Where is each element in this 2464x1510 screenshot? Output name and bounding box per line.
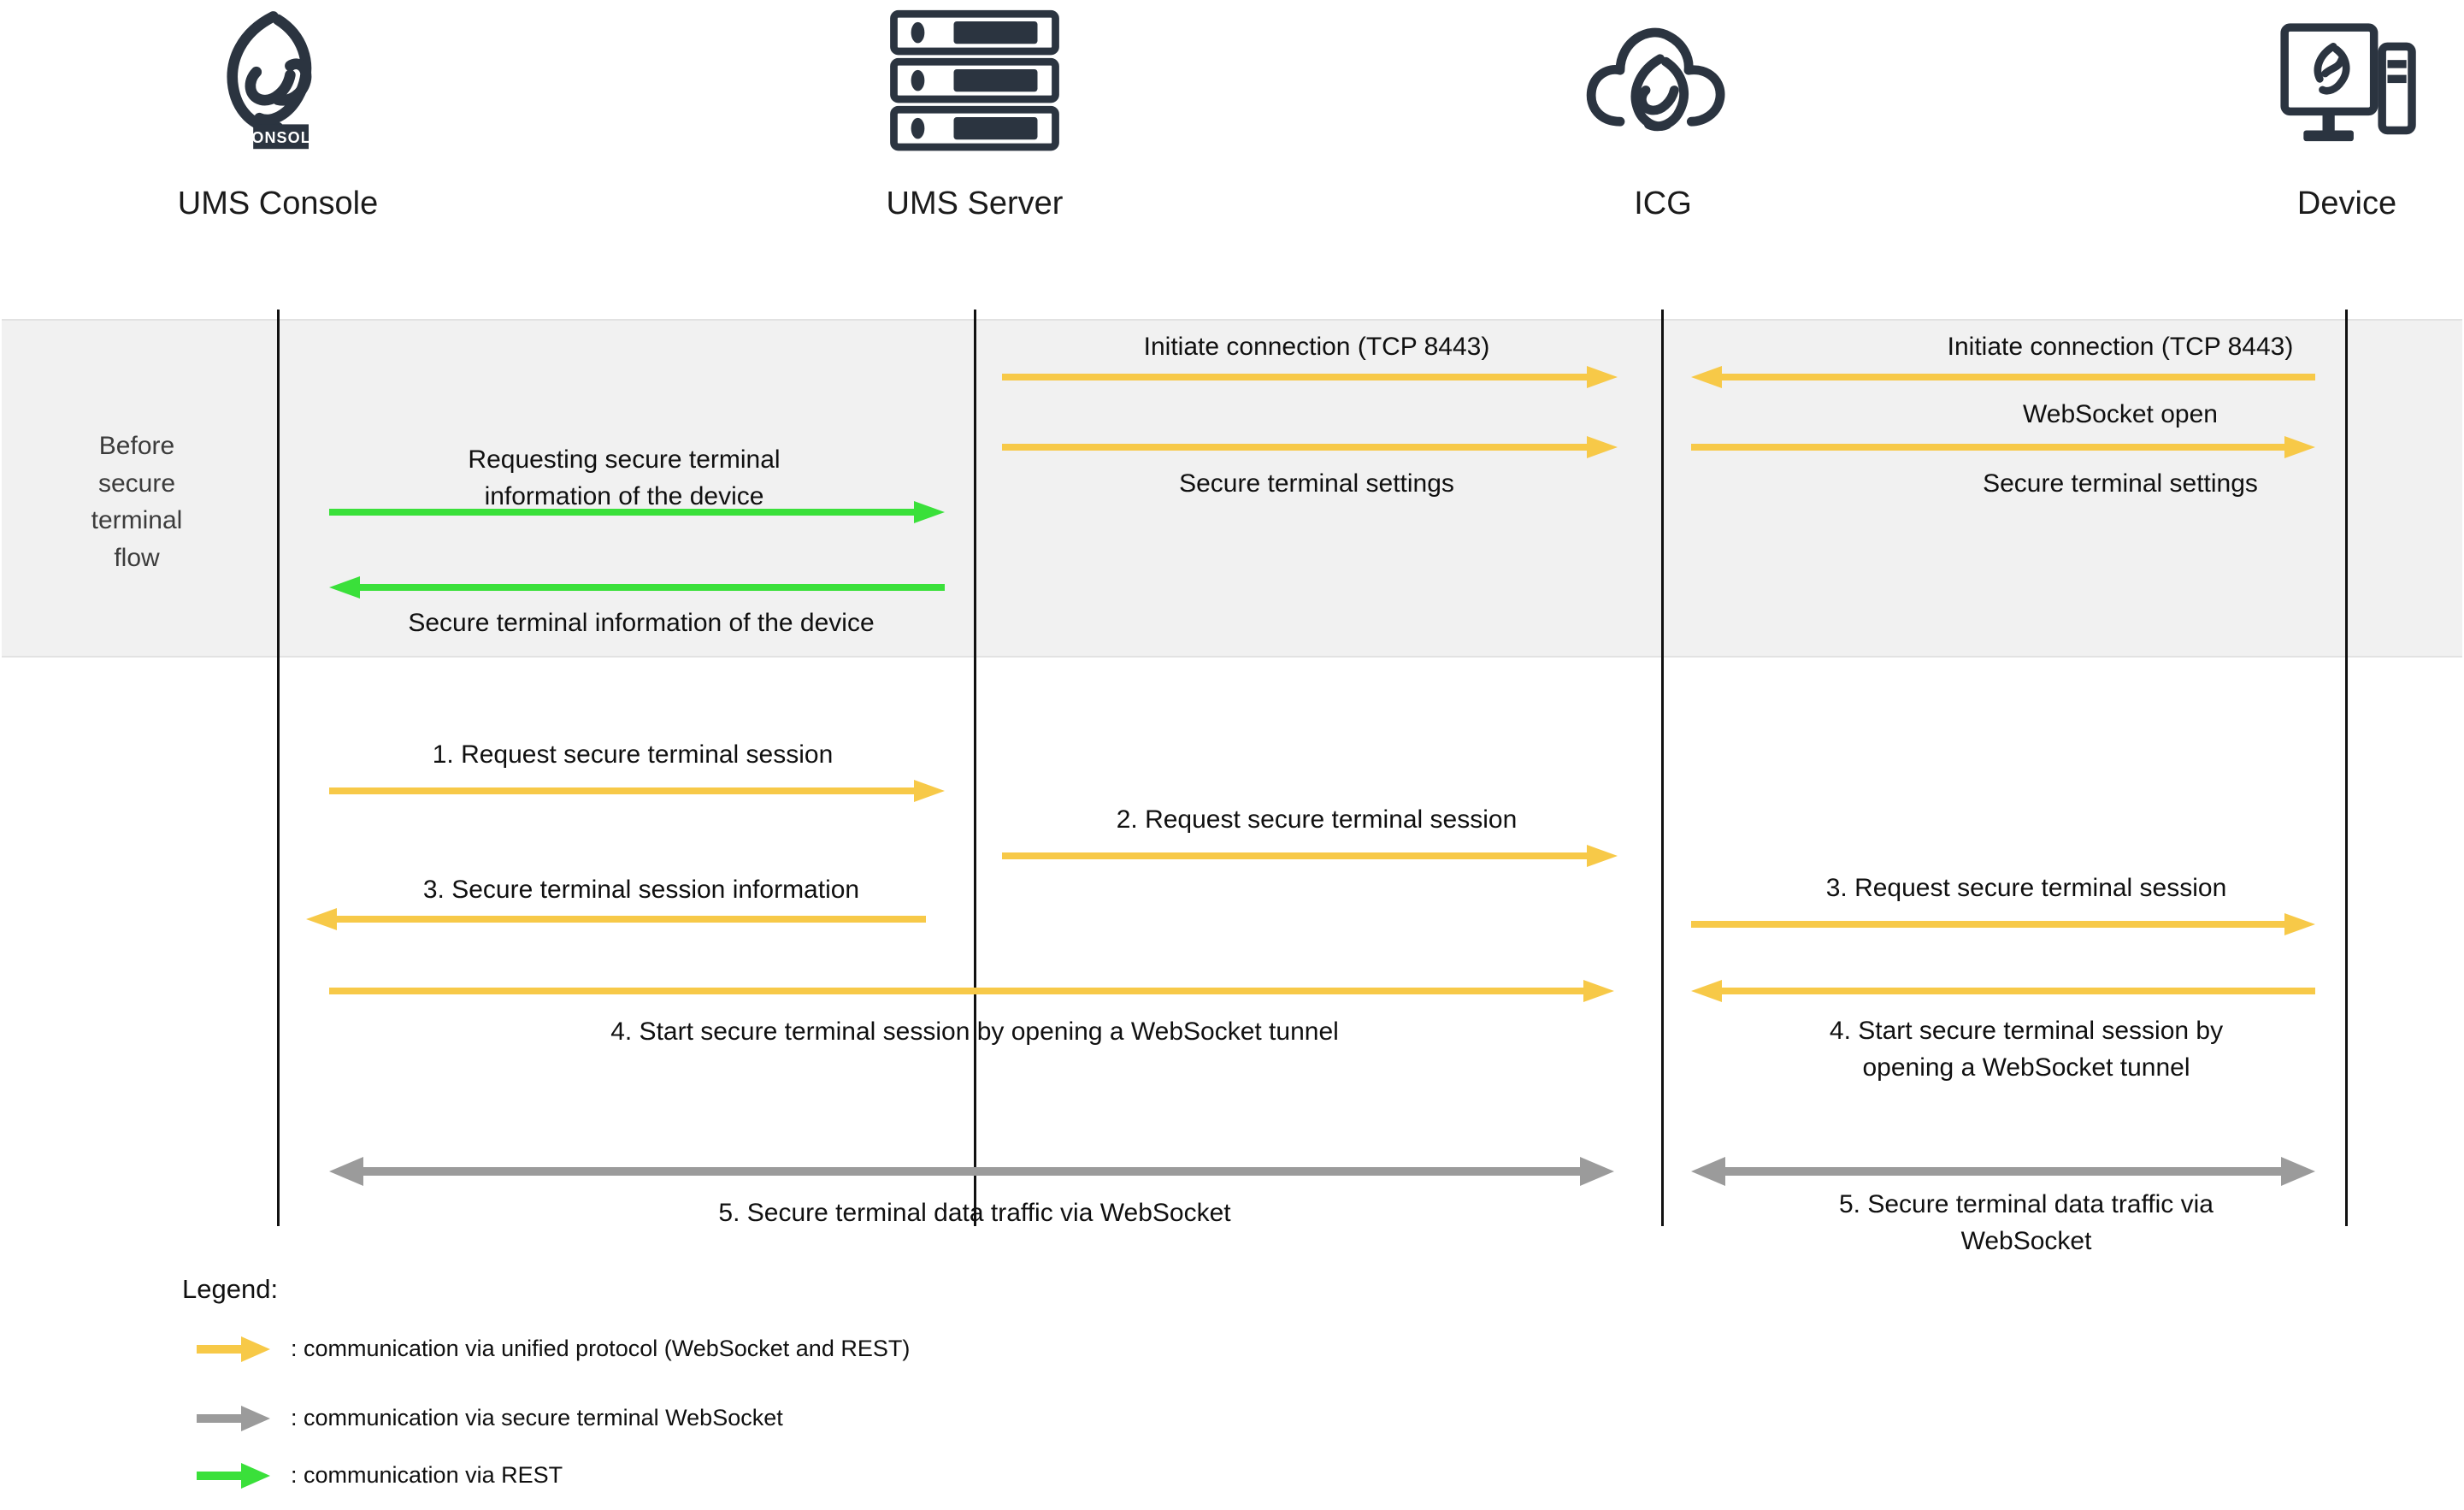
actor-label-ums-server: UMS Server	[886, 186, 1064, 221]
monitor-device-icon	[2167, 0, 2464, 162]
arrow-right-green-icon	[197, 1462, 270, 1489]
message-label-secure-terminal-settings-icg-device: Secure terminal settings	[1983, 469, 2258, 498]
message-arrow-step-4-start-secure-terminal-session-console-icg	[329, 980, 1614, 1002]
message-label-initiate-connection-device-icg: Initiate connection (TCP 8443)	[1947, 333, 2294, 361]
message-label-websocket-open: WebSocket open	[2023, 400, 2218, 428]
message-label-step-2-request-secure-terminal-session: 2. Request secure terminal session	[1116, 805, 1518, 834]
actor-icg: ICG	[1483, 0, 1842, 222]
arrow-right-gray-icon	[197, 1405, 270, 1431]
lifeline-icg	[1661, 310, 1664, 1226]
message-arrow-step-3-secure-terminal-session-information	[306, 908, 926, 930]
message-arrow-websocket-open	[1691, 436, 2315, 458]
server-rack-icon	[795, 0, 1154, 162]
band-label-before-secure-terminal-flow: Before secure terminal flow	[91, 432, 183, 572]
legend-item-rest: : communication via REST	[197, 1462, 563, 1489]
message-arrow-step-4-start-secure-terminal-session-device-icg	[1691, 980, 2315, 1002]
message-arrow-requesting-secure-terminal-information	[329, 501, 945, 523]
cloud-gateway-icon	[1483, 0, 1842, 162]
message-label-step-5-secure-terminal-data-traffic-icg-device: 5. Secure terminal data traffic via WebS…	[1839, 1190, 2213, 1255]
message-label-step-4-start-secure-terminal-session-device-icg: 4. Start secure terminal session by open…	[1829, 1017, 2224, 1082]
message-label-step-1-request-secure-terminal-session: 1. Request secure terminal session	[432, 740, 834, 769]
message-arrow-secure-terminal-settings-server-icg	[1002, 436, 1618, 458]
legend-item-secure-ws: : communication via secure terminal WebS…	[197, 1405, 783, 1431]
message-arrow-initiate-connection-device-icg	[1691, 366, 2315, 388]
message-label-step-4-start-secure-terminal-session-console-icg: 4. Start secure terminal session by open…	[610, 1017, 1339, 1046]
legend-label-rest: : communication via REST	[291, 1462, 563, 1488]
message-arrow-step-5-secure-terminal-data-traffic-console-icg	[329, 1157, 1614, 1186]
message-label-secure-terminal-settings-server-icg: Secure terminal settings	[1179, 469, 1454, 498]
message-arrow-initiate-connection-server-icg	[1002, 366, 1618, 388]
lifeline-ums-server	[974, 310, 976, 1226]
message-arrow-step-3-request-secure-terminal-session-icg-device	[1691, 913, 2315, 935]
actor-ums-server: UMS Server	[795, 0, 1154, 222]
actor-label-icg: ICG	[1634, 186, 1692, 221]
message-label-requesting-secure-terminal-information: Requesting secure terminal information o…	[468, 445, 781, 510]
legend-title: Legend:	[182, 1274, 279, 1304]
actor-label-device: Device	[2296, 186, 2397, 221]
legend-label-unified: : communication via unified protocol (We…	[291, 1336, 911, 1361]
actor-label-ums-console: UMS Console	[177, 186, 379, 221]
lifeline-ums-console	[277, 310, 280, 1226]
ums-console-logo-icon: CONSOLE	[98, 0, 457, 162]
message-arrow-step-1-request-secure-terminal-session	[329, 780, 945, 802]
svg-text:CONSOLE: CONSOLE	[239, 129, 322, 146]
legend-label-secure-ws: : communication via secure terminal WebS…	[291, 1405, 783, 1430]
message-label-step-3-request-secure-terminal-session-icg-device: 3. Request secure terminal session	[1825, 874, 2227, 902]
message-arrow-secure-terminal-information-of-the-device	[329, 576, 945, 599]
message-label-step-3-secure-terminal-session-information: 3. Secure terminal session information	[422, 876, 860, 904]
message-label-secure-terminal-information-of-the-device: Secure terminal information of the devic…	[408, 609, 875, 637]
arrow-right-yellow-icon	[197, 1336, 270, 1362]
legend-item-unified: : communication via unified protocol (We…	[197, 1336, 910, 1362]
message-arrow-step-2-request-secure-terminal-session	[1002, 845, 1618, 867]
message-arrow-step-5-secure-terminal-data-traffic-icg-device	[1691, 1157, 2315, 1186]
actor-device: Device	[2167, 0, 2464, 222]
lifeline-device	[2345, 310, 2348, 1226]
actor-ums-console: CONSOLE UMS Console	[98, 0, 457, 222]
message-label-step-5-secure-terminal-data-traffic-console-icg: 5. Secure terminal data traffic via WebS…	[718, 1199, 1231, 1227]
message-label-initiate-connection-server-icg: Initiate connection (TCP 8443)	[1143, 333, 1490, 361]
